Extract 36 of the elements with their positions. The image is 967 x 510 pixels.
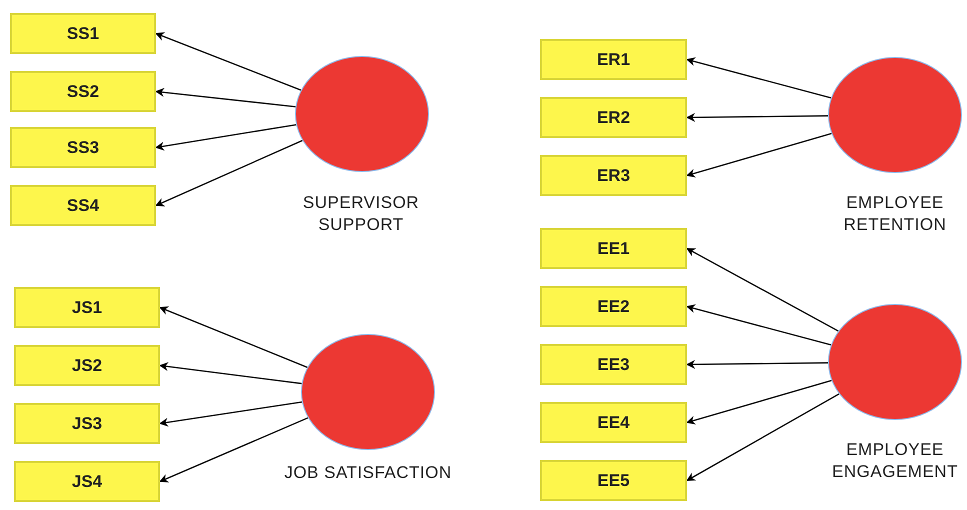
indicator-box: ER1 <box>540 39 687 80</box>
indicator-box: JS3 <box>14 403 160 444</box>
arrow <box>155 88 296 108</box>
arrow <box>686 57 832 99</box>
arrow <box>159 417 308 482</box>
arrow <box>686 112 828 122</box>
construct-label: EMPLOYEE RETENTION <box>842 192 948 236</box>
arrow <box>155 32 302 91</box>
indicator-box: ER3 <box>540 155 687 196</box>
arrow <box>686 393 840 482</box>
indicator-box: EE2 <box>540 286 687 327</box>
construct-label: JOB SATISFACTION <box>283 462 453 484</box>
arrow <box>686 304 832 346</box>
indicator-box: EE3 <box>540 344 687 385</box>
arrow <box>159 362 302 384</box>
indicator-box: SS4 <box>10 185 156 226</box>
arrow <box>155 124 296 151</box>
construct-label: EMPLOYEE ENGAGEMENT <box>831 439 959 483</box>
indicator-box: SS1 <box>10 13 156 54</box>
indicator-box: SS3 <box>10 127 156 168</box>
indicator-box: EE4 <box>540 402 687 443</box>
arrow <box>159 306 308 368</box>
indicator-box: JS2 <box>14 345 160 386</box>
arrow <box>686 360 828 369</box>
arrow <box>686 248 839 332</box>
arrow <box>155 140 303 206</box>
arrow <box>159 401 302 427</box>
indicator-box: ER2 <box>540 97 687 138</box>
indicator-box: SS2 <box>10 71 156 112</box>
indicator-box: JS1 <box>14 287 160 328</box>
arrow <box>686 380 832 425</box>
indicator-box: EE1 <box>540 228 687 269</box>
arrow <box>686 132 832 178</box>
indicator-box: EE5 <box>540 460 687 501</box>
construct-label: SUPERVISOR SUPPORT <box>302 192 420 236</box>
indicator-box: JS4 <box>14 461 160 502</box>
